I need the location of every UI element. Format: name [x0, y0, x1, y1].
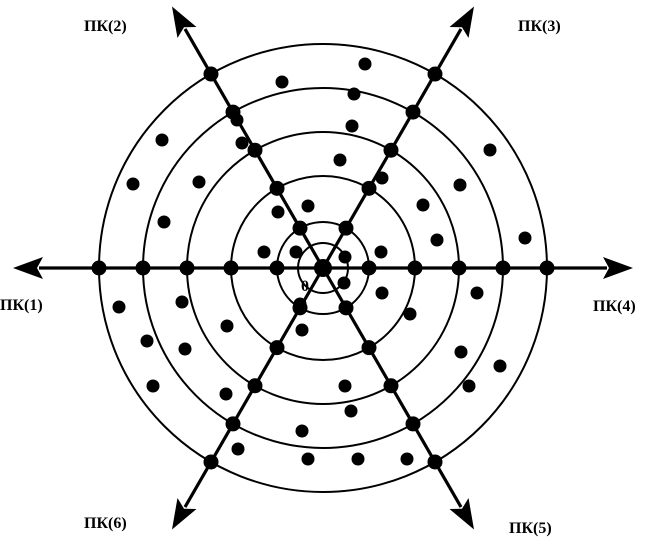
sample-dot — [400, 452, 414, 466]
sample-dot — [126, 177, 140, 191]
node-pk2-ring-3 — [269, 180, 285, 196]
arrowhead-pk1 — [13, 257, 43, 279]
node-pk3-ring-3 — [361, 180, 377, 196]
label-pk1: ПК(1) — [0, 297, 43, 314]
sample-dot — [345, 119, 359, 133]
arrowhead-pk3 — [449, 6, 474, 38]
sample-dot — [453, 178, 467, 192]
node-pk5-ring-5 — [405, 416, 421, 432]
label-pk6: ПК(6) — [84, 515, 127, 532]
sample-dot — [338, 379, 352, 393]
sample-dot — [470, 286, 484, 300]
node-pk3-ring-6 — [427, 66, 443, 82]
sample-dot — [301, 452, 315, 466]
sample-dot — [462, 379, 476, 393]
sample-dot — [416, 198, 430, 212]
sample-dot — [403, 307, 417, 321]
node-pk5-ring-2 — [338, 300, 354, 316]
sample-dot — [518, 231, 532, 245]
sample-dot — [295, 424, 309, 438]
sample-dot — [337, 276, 351, 290]
center-node — [314, 259, 332, 277]
sample-dot — [375, 286, 389, 300]
node-pk5-ring-6 — [427, 454, 443, 470]
sample-dot — [344, 404, 358, 418]
node-pk2-ring-4 — [247, 142, 263, 158]
arrowhead-pk2 — [172, 6, 197, 38]
node-pk1-ring-2 — [269, 260, 285, 276]
node-pk4-ring-5 — [495, 260, 511, 276]
sample-dot — [230, 113, 244, 127]
node-pk1-ring-6 — [91, 260, 107, 276]
node-pk4-ring-2 — [361, 260, 377, 276]
sample-dot — [375, 171, 389, 185]
label-pk4: ПК(4) — [593, 298, 636, 315]
ring-ray-intersection-nodes — [91, 66, 555, 470]
sample-dot — [157, 215, 171, 229]
sample-dot — [112, 300, 126, 314]
scattered-sample-dots — [112, 57, 532, 466]
sample-dot — [289, 245, 303, 259]
sample-dot — [220, 319, 234, 333]
sample-dot — [483, 143, 497, 157]
node-pk3-ring-2 — [338, 220, 354, 236]
sample-dot — [454, 345, 468, 359]
node-pk6-ring-5 — [225, 416, 241, 432]
node-pk6-ring-4 — [247, 378, 263, 394]
sample-dot — [275, 75, 289, 89]
node-pk2-ring-6 — [203, 66, 219, 82]
sample-dot — [347, 87, 361, 101]
node-pk6-ring-3 — [269, 340, 285, 356]
sample-dot — [333, 153, 347, 167]
center-label: 0 — [301, 278, 309, 295]
node-pk2-ring-2 — [292, 220, 308, 236]
node-pk4-ring-6 — [539, 260, 555, 276]
arrowhead-pk6 — [172, 498, 197, 530]
sample-dot — [493, 359, 507, 373]
sample-dot — [178, 342, 192, 356]
sample-dot — [374, 245, 388, 259]
sample-dot — [235, 136, 249, 150]
sample-dot — [351, 452, 365, 466]
node-pk4-ring-3 — [407, 260, 423, 276]
node-pk3-ring-4 — [383, 142, 399, 158]
label-pk5: ПК(5) — [509, 520, 552, 537]
sample-dot — [231, 442, 245, 456]
sample-dot — [219, 387, 233, 401]
sample-dot — [358, 57, 372, 71]
sample-dot — [301, 199, 315, 213]
node-pk3-ring-5 — [405, 104, 421, 120]
node-pk5-ring-3 — [361, 340, 377, 356]
sample-dot — [140, 334, 154, 348]
node-pk1-ring-5 — [135, 260, 151, 276]
sample-dot — [146, 379, 160, 393]
sample-dot — [175, 295, 189, 309]
sample-dot — [430, 233, 444, 247]
sample-dot — [271, 205, 285, 219]
sample-dot — [257, 245, 271, 259]
sample-dot — [338, 250, 352, 264]
sample-dot — [155, 133, 169, 147]
node-pk1-ring-3 — [223, 260, 239, 276]
sample-dot — [293, 297, 307, 311]
node-pk4-ring-4 — [451, 260, 467, 276]
label-pk3: ПК(3) — [518, 18, 561, 35]
label-pk2: ПК(2) — [84, 18, 127, 35]
arrowhead-pk5 — [449, 498, 474, 530]
sample-dot — [192, 175, 206, 189]
sample-dot — [295, 323, 309, 337]
arrowhead-pk4 — [603, 257, 633, 279]
node-pk1-ring-4 — [179, 260, 195, 276]
node-pk5-ring-4 — [383, 378, 399, 394]
node-pk6-ring-6 — [203, 454, 219, 470]
